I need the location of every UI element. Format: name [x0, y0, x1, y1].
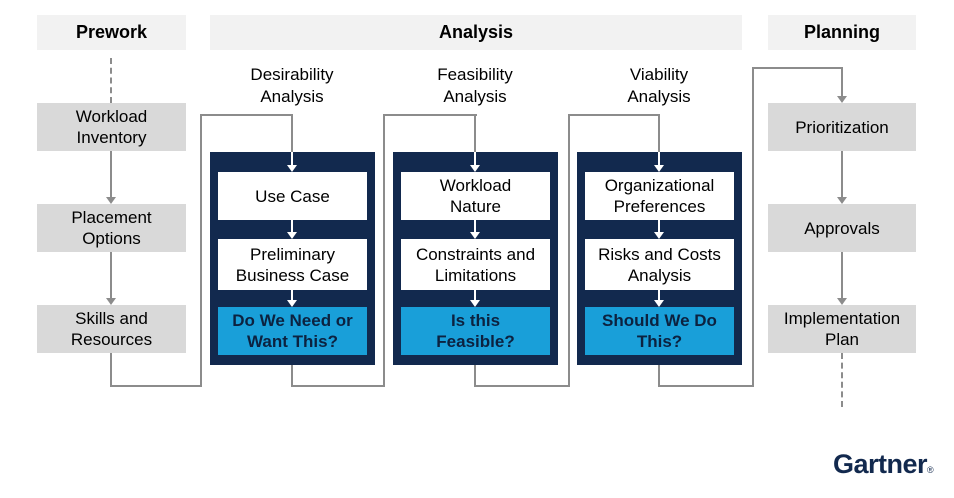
connector-line	[474, 365, 476, 387]
connector-line	[200, 114, 293, 116]
box-prioritization: Prioritization	[768, 103, 916, 151]
connector-line	[841, 67, 843, 96]
connector-line	[658, 385, 754, 387]
header-analysis: Analysis	[210, 15, 742, 50]
container-viability: Organizational Preferences Risks and Cos…	[577, 152, 742, 365]
gartner-logo-text: Gartner	[833, 449, 928, 479]
arrowhead-down	[837, 197, 847, 204]
question-line: Do We Need or	[232, 311, 353, 330]
box-question-viability: Should We Do This?	[585, 307, 734, 355]
box-constraints-and-limitations: Constraints and Limitations	[401, 239, 550, 290]
box-use-case: Use Case	[218, 172, 367, 220]
arrowhead-down	[106, 197, 116, 204]
question-line: This?	[636, 332, 683, 351]
question-line: Is this	[450, 311, 501, 330]
connector-line	[658, 114, 660, 152]
box-workload-inventory: Workload Inventory	[37, 103, 186, 151]
dashed-connector-prework-top	[110, 58, 112, 103]
connector-line	[291, 152, 293, 165]
connector-line	[658, 152, 660, 165]
connector-line	[474, 114, 476, 152]
label-desirability-analysis: Desirability Analysis	[250, 65, 334, 106]
connector-line	[200, 114, 202, 387]
box-workload-nature: Workload Nature	[401, 172, 550, 220]
connector-line	[474, 290, 476, 300]
registered-mark: ®	[927, 465, 934, 475]
connector-line	[474, 220, 476, 232]
connector-line	[291, 385, 385, 387]
arrowhead-down	[287, 232, 297, 239]
box-question-feasibility: Is this Feasible?	[401, 307, 550, 355]
connector-line	[110, 252, 112, 298]
connector-line	[110, 151, 112, 197]
dashed-connector-planning-bottom	[841, 353, 843, 407]
arrowhead-down	[654, 300, 664, 307]
box-skills-and-resources: Skills and Resources	[37, 305, 186, 353]
arrowhead-down	[106, 298, 116, 305]
question-line: Should We Do	[602, 311, 717, 330]
box-risks-and-costs-analysis: Risks and Costs Analysis	[585, 239, 734, 290]
connector-line	[291, 114, 293, 152]
question-line: Want This?	[247, 332, 338, 351]
connector-line	[752, 67, 754, 387]
arrowhead-down	[654, 232, 664, 239]
box-placement-options: Placement Options	[37, 204, 186, 252]
connector-line	[658, 220, 660, 232]
arrowhead-down	[470, 165, 480, 172]
arrowhead-down	[287, 300, 297, 307]
arrowhead-down	[470, 232, 480, 239]
arrowhead-down	[470, 300, 480, 307]
connector-line	[568, 114, 660, 116]
connector-line	[841, 151, 843, 197]
box-preliminary-business-case: Preliminary Business Case	[218, 239, 367, 290]
connector-line	[110, 385, 202, 387]
connector-line	[474, 385, 570, 387]
connector-line	[291, 365, 293, 387]
box-approvals: Approvals	[768, 204, 916, 252]
connector-line	[841, 252, 843, 298]
connector-line	[658, 365, 660, 387]
connector-line	[383, 114, 477, 116]
connector-line	[110, 353, 112, 386]
gartner-logo: Gartner®	[833, 449, 934, 480]
label-feasibility-analysis: Feasibility Analysis	[437, 65, 513, 106]
arrowhead-down	[654, 165, 664, 172]
header-planning: Planning	[768, 15, 916, 50]
arrowhead-down	[287, 165, 297, 172]
arrowhead-down	[837, 96, 847, 103]
header-prework: Prework	[37, 15, 186, 50]
box-implementation-plan: Implementation Plan	[768, 305, 916, 353]
container-desirability: Use Case Preliminary Business Case Do We…	[210, 152, 375, 365]
connector-line	[291, 290, 293, 300]
box-organizational-preferences: Organizational Preferences	[585, 172, 734, 220]
box-question-desirability: Do We Need or Want This?	[218, 307, 367, 355]
arrowhead-down	[837, 298, 847, 305]
connector-line	[658, 290, 660, 300]
connector-line	[752, 67, 843, 69]
container-feasibility: Workload Nature Constraints and Limitati…	[393, 152, 558, 365]
connector-line	[291, 220, 293, 232]
connector-line	[474, 152, 476, 165]
question-line: Feasible?	[436, 332, 515, 351]
label-viability-analysis: Viability Analysis	[627, 65, 691, 106]
connector-line	[568, 114, 570, 387]
connector-line	[383, 114, 385, 387]
